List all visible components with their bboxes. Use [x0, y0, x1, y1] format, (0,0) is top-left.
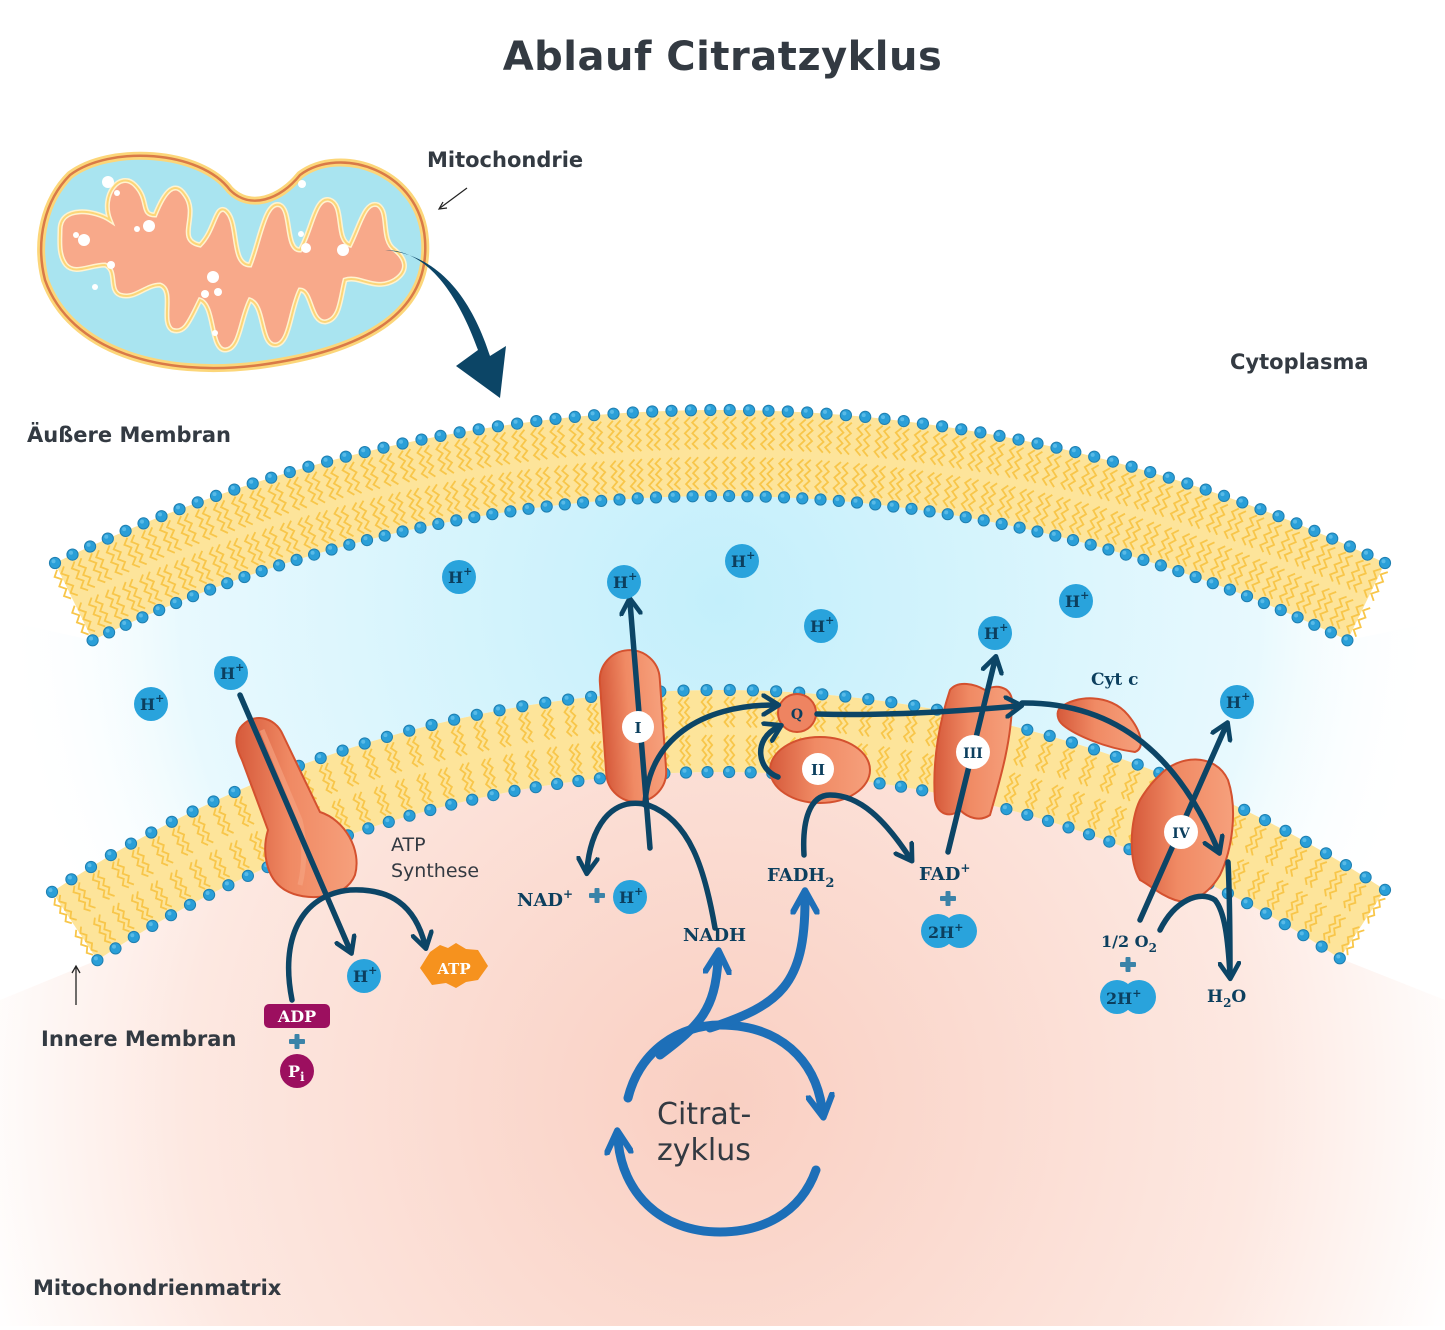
fad-plus-label: FAD+ [919, 861, 970, 885]
membrane-band [52, 689, 1385, 961]
arrow-h-through-atp-synthase [237, 692, 350, 950]
citric-cycle-arrows [618, 900, 822, 1237]
plus-icon [940, 891, 956, 906]
citric-cycle-label: Citrat- zyklus [657, 1097, 751, 1169]
arrow-q-to-complex-iii [814, 706, 1018, 715]
svg-text:H+: H+ [353, 964, 377, 986]
badge-label: I [634, 719, 641, 737]
arrow-nadh-to-nad [587, 800, 718, 931]
h-plus-ion: H+ [442, 560, 476, 594]
adp-badge: ADP [264, 1004, 330, 1028]
two-h-plus-badge-fad: 2H+ [921, 914, 977, 948]
svg-text:H+: H+ [619, 885, 643, 907]
zoom-arrow [385, 250, 506, 398]
arrow-complex-ii-to-q [757, 727, 778, 780]
svg-text:H+: H+ [220, 661, 244, 683]
arrow-complex-iv-to-h2o [1225, 859, 1233, 978]
mitochondrion-pointer-arrow [437, 187, 468, 210]
h-plus-ion: H+ [134, 687, 168, 721]
citric-cycle-label-line1: Citrat- [657, 1097, 752, 1132]
phospholipid-heads [48, 403, 1392, 647]
matrix-label: Mitochondrienmatrix [33, 1276, 282, 1300]
arrow-adp-to-atp [285, 887, 425, 1003]
h-plus-ion: H+ [725, 544, 759, 578]
arrow-fadh2-to-fad [800, 792, 910, 858]
svg-text:H+: H+ [810, 614, 834, 636]
badge-complex-iii: III [956, 735, 990, 769]
plus-icon [589, 888, 605, 903]
h2o-label: H2O [1207, 987, 1246, 1010]
h-plus-ion: H+ [214, 656, 248, 690]
badge-label: II [811, 761, 825, 779]
badge-label: IV [1172, 826, 1191, 842]
h-plus-ion: H+ [607, 565, 641, 599]
mitochondrion-illustration [37, 151, 430, 373]
mitochondrion-label: Mitochondrie [427, 148, 584, 172]
complex-badges: I II Q III IV [622, 707, 1198, 849]
svg-text:H+: H+ [448, 565, 472, 587]
nad-plus-label: NAD+ [517, 887, 573, 911]
hydrogen-ions: H+ H+ H+ H+ H+ H+ H+ H+ H+ H+ H+ [134, 544, 1254, 993]
badge-complex-iv: IV [1164, 815, 1198, 849]
citric-cycle-label-line2: zyklus [657, 1133, 751, 1168]
h-plus-ion: H+ [804, 609, 838, 643]
badge-label: III [963, 746, 983, 762]
h-plus-ion: H+ [1220, 685, 1254, 719]
svg-text:H+: H+ [1226, 690, 1250, 712]
h-plus-ion: H+ [978, 616, 1012, 650]
molecule-labels: NAD+ NADH FADH2 FAD+ 2H+ Cyt c 1/2 O2 2H… [264, 670, 1246, 1088]
arrow-cytc-to-complex-iv [1019, 700, 1218, 850]
cyt-c-label: Cyt c [1091, 670, 1139, 690]
h-plus-ion: H+ [347, 959, 381, 993]
arrow-complex-i-to-q [642, 705, 775, 808]
cycle-branch-nadh [655, 960, 718, 1060]
mito-granules [73, 176, 349, 336]
cycle-branch-fadh2 [705, 900, 805, 1033]
badge-label: Q [791, 707, 803, 723]
svg-text:2H+: 2H+ [1106, 987, 1141, 1008]
inner-membrane-label: Innere Membran [41, 1027, 237, 1051]
plus-icon [1120, 957, 1136, 972]
svg-text:H+: H+ [731, 549, 755, 571]
h-plus-ion: H+ [613, 880, 647, 914]
svg-text:H+: H+ [140, 692, 164, 714]
badge-complex-ii: II [802, 753, 834, 785]
plus-icon [289, 1034, 305, 1049]
fadh2-label: FADH2 [767, 865, 834, 891]
nadh-label: NADH [683, 925, 746, 946]
atp-synthase-label: ATP Synthese [391, 832, 479, 884]
outer-membrane [48, 403, 1392, 647]
svg-text:H+: H+ [613, 570, 637, 592]
two-h-plus-badge-o2: 2H+ [1100, 980, 1156, 1014]
atp-star: ATP [420, 943, 488, 988]
half-o2-label: 1/2 O2 [1101, 932, 1157, 955]
svg-text:H+: H+ [984, 621, 1008, 643]
svg-text:ADP: ADP [277, 1007, 316, 1026]
cycle-arc-bottom [618, 1140, 821, 1237]
svg-text:2H+: 2H+ [928, 921, 963, 942]
pi-badge: Pi [280, 1054, 314, 1088]
svg-text:Pi: Pi [288, 1062, 305, 1084]
badge-q: Q [791, 707, 803, 723]
cytoplasm-label: Cytoplasma [1230, 350, 1369, 374]
badge-complex-i: I [622, 711, 654, 743]
matrix-region [0, 772, 1445, 1326]
page-title: Ablauf Citratzyklus [502, 34, 943, 80]
atp-synthase-label-line1: ATP [391, 834, 426, 856]
membrane-band [55, 410, 1385, 641]
outer-membrane-label: Äußere Membran [27, 423, 231, 447]
h-plus-ion: H+ [1059, 584, 1093, 618]
inner-membrane-pointer-arrow [71, 964, 81, 1005]
svg-text:ATP: ATP [436, 960, 470, 978]
atp-synthase-label-line2: Synthese [391, 860, 480, 882]
lipid-tails [53, 416, 1389, 637]
svg-text:H+: H+ [1065, 589, 1089, 611]
